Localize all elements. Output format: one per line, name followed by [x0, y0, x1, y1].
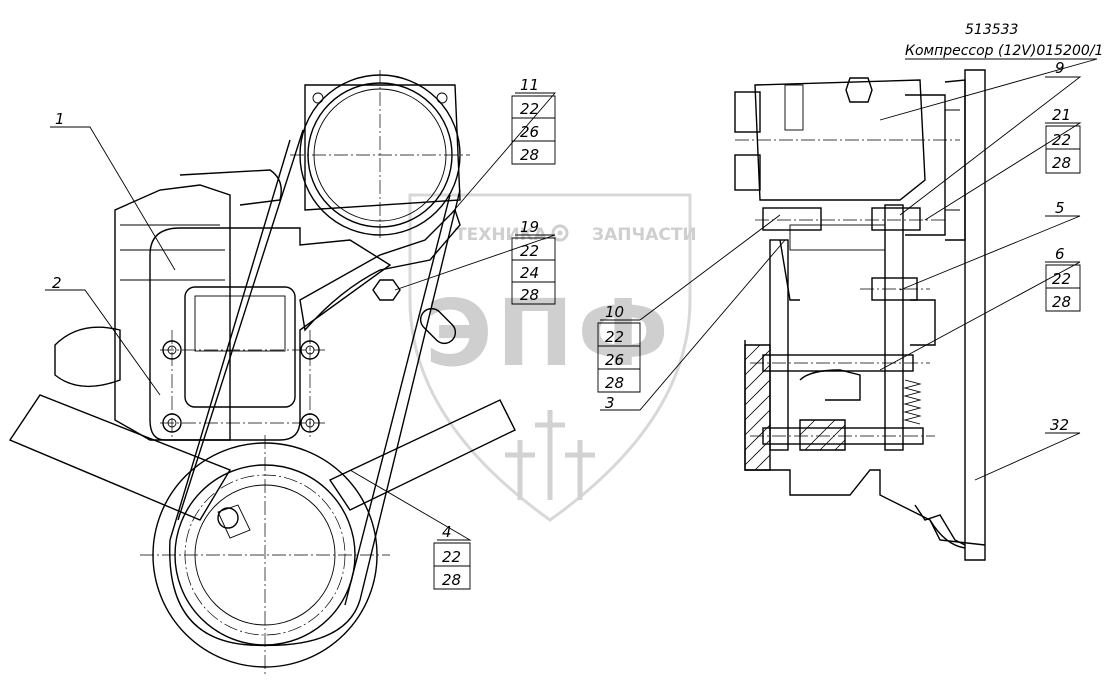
callout-21-row-2: 22: [1052, 131, 1071, 149]
tension-spring: [903, 379, 922, 425]
part-number: 513533: [965, 22, 1018, 38]
callout-19-row-3: 24: [520, 264, 539, 282]
watermark: ТЕХНИКА ЗАПЧАСТИ ЭПФ: [408, 193, 697, 522]
callout-4-stack: 4 22 28: [442, 523, 461, 589]
callout-11-row-3: 26: [520, 123, 539, 141]
section-hatch: [744, 344, 846, 471]
callout-6-row-3: 28: [1052, 293, 1071, 311]
callout-4: 4: [442, 523, 452, 541]
callout-6-row-2: 22: [1052, 270, 1071, 288]
callout-10-stack: 10 22 26 28: [605, 303, 624, 392]
watermark-right-text: ЗАПЧАСТИ: [592, 225, 697, 245]
callout-6: 6: [1055, 245, 1065, 263]
callout-21: 21: [1052, 106, 1071, 124]
callout-1: 1: [55, 110, 65, 128]
callout-4-row-2: 22: [442, 548, 461, 566]
callout-19-stack: 19 22 24 28: [520, 218, 539, 304]
callout-11: 11: [520, 76, 539, 94]
callout-19-row-2: 22: [520, 242, 539, 260]
callout-21-row-3: 28: [1052, 154, 1071, 172]
leader-lines: [45, 58, 1098, 541]
callout-32: 32: [1050, 416, 1069, 434]
watermark-logo-text: ЭПФ: [425, 280, 673, 387]
callout-11-stack: 11 22 26 28: [520, 76, 539, 164]
gear-icon: [551, 224, 569, 242]
front-view: [8, 70, 516, 675]
watermark-left-text: ТЕХНИКА: [455, 225, 548, 245]
callout-19: 19: [520, 218, 539, 236]
part-name: Компрессор (12V)015200/1: [905, 43, 1103, 59]
callout-11-row-2: 22: [520, 100, 539, 118]
callout-21-stack: 21 22 28: [1052, 106, 1071, 172]
callout-9: 9: [1055, 59, 1065, 77]
callout-boxes: [433, 95, 1081, 590]
callout-3: 3: [605, 394, 615, 412]
callout-4-row-3: 28: [442, 571, 461, 589]
wheat-icon: [505, 410, 595, 500]
callout-10-row-2: 22: [605, 328, 624, 346]
callout-5: 5: [1055, 199, 1065, 217]
drive-belts: [169, 129, 461, 647]
callout-6-stack: 6 22 28: [1052, 245, 1071, 311]
callout-10-row-3: 26: [605, 351, 624, 369]
callout-10: 10: [605, 303, 624, 321]
callout-19-row-4: 28: [520, 286, 539, 304]
callout-11-row-4: 28: [520, 146, 539, 164]
side-view: [734, 69, 986, 561]
callout-2: 2: [52, 274, 62, 292]
callout-10-row-4: 28: [605, 374, 624, 392]
